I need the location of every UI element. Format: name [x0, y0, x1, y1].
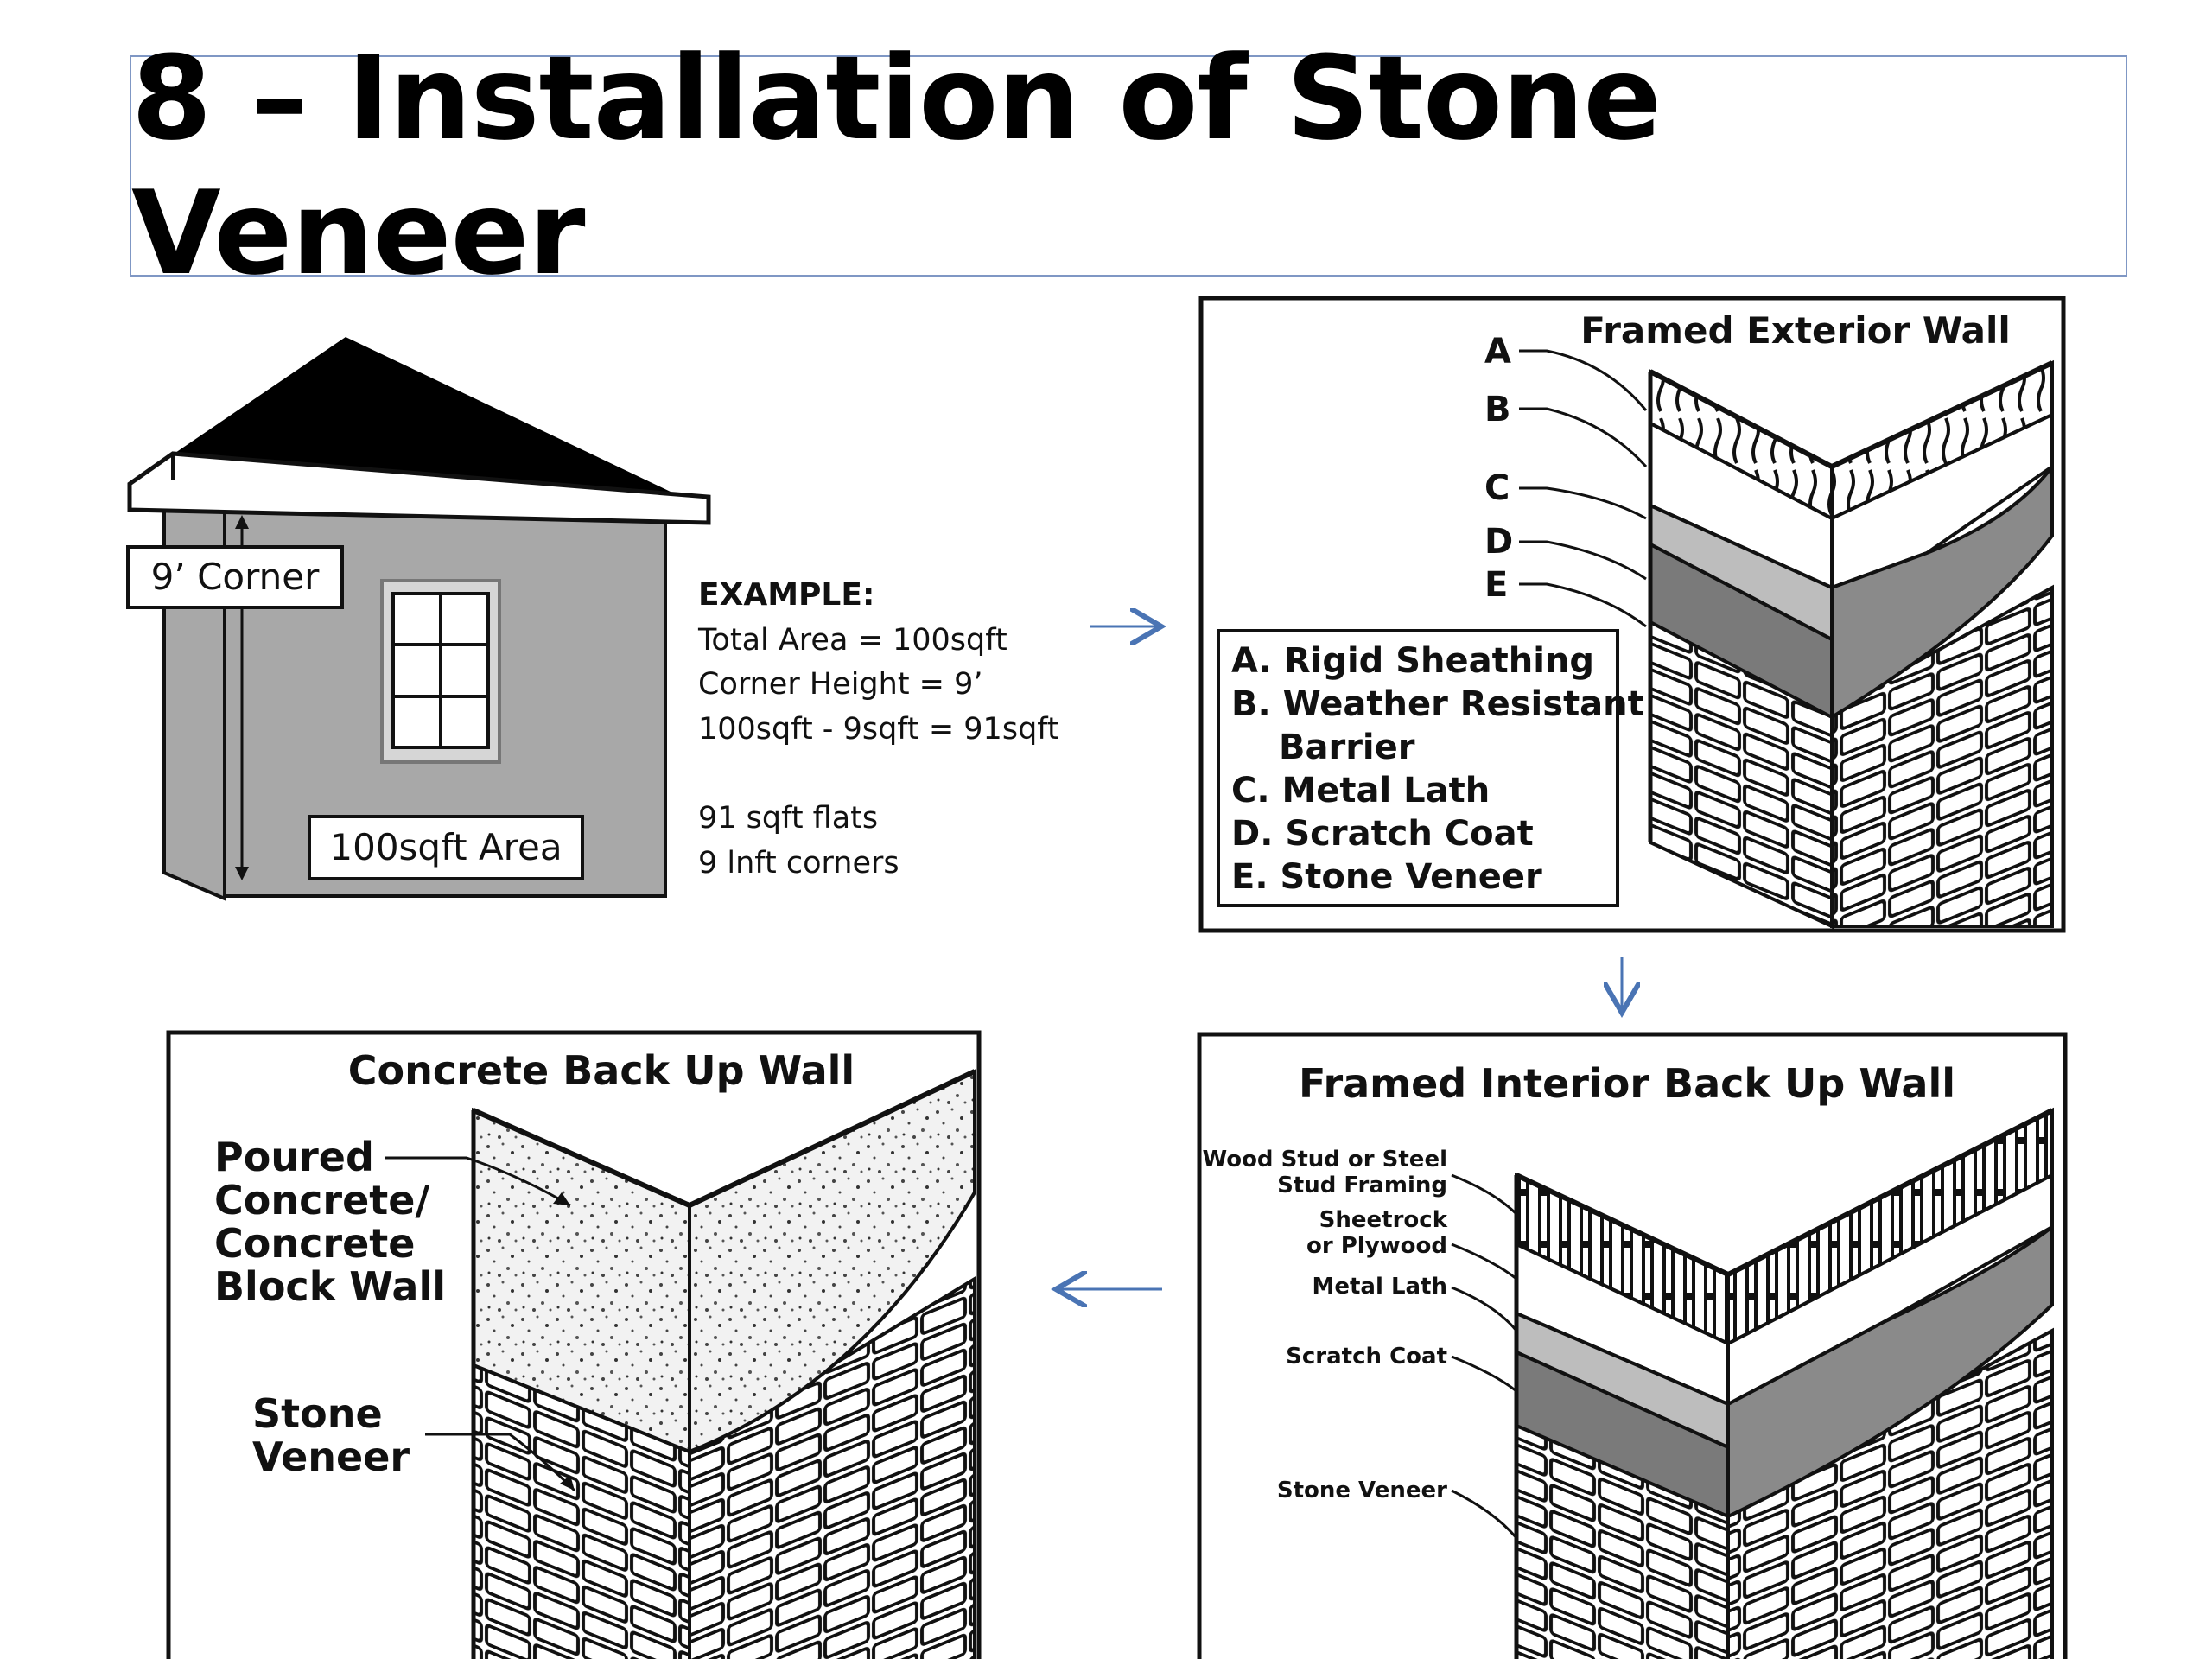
concrete-panel: Concrete Back Up Wall Poured Concrete/ C… [166, 1030, 982, 1659]
interior-label: Sheetrock [1319, 1207, 1448, 1233]
example-heading: EXAMPLE: [698, 577, 874, 613]
legend-item: Barrier [1279, 728, 1415, 767]
example-line: Total Area = 100sqft [697, 623, 1007, 658]
concrete-label: Poured [214, 1134, 374, 1180]
concrete-label: Veneer [252, 1433, 410, 1480]
legend-item: B. Weather Resistant [1231, 684, 1644, 724]
marker-c: C [1484, 468, 1510, 508]
interior-label: Metal Lath [1313, 1274, 1448, 1300]
framed-exterior-title: Framed Exterior Wall [1580, 309, 2011, 352]
title-box: 8 – Installation of Stone Veneer [130, 31, 2127, 301]
legend-item: C. Metal Lath [1231, 771, 1490, 810]
house-illustration: 9’ Corner 100sqft Area [126, 337, 711, 902]
framed-exterior-panel: Framed Exterior Wall A B C D E A. Rigid … [1198, 296, 2066, 933]
example-note: 9 lnft corners [698, 846, 899, 880]
marker-a: A [1484, 332, 1511, 372]
concrete-label: Stone [252, 1390, 383, 1437]
house-eave [127, 451, 711, 525]
interior-label: Scratch Coat [1286, 1344, 1447, 1370]
example-note: 91 sqft flats [698, 801, 878, 836]
concrete-label: Concrete [214, 1220, 415, 1267]
area-label: 100sqft Area [329, 826, 562, 868]
marker-b: B [1484, 390, 1511, 429]
interior-label: or Plywood [1306, 1233, 1447, 1259]
concrete-label: Concrete/ [214, 1177, 429, 1224]
page-title: 8 – Installation of Stone Veneer [131, 31, 1662, 301]
interior-label: Stud Framing [1277, 1173, 1447, 1198]
marker-d: D [1484, 522, 1513, 562]
legend-item: E. Stone Veneer [1231, 857, 1542, 897]
framed-interior-title: Framed Interior Back Up Wall [1299, 1060, 1955, 1107]
example-text: EXAMPLE: Total Area = 100sqft Corner Hei… [697, 577, 1059, 880]
legend-item: D. Scratch Coat [1231, 814, 1534, 854]
corner-label: 9’ Corner [151, 556, 320, 598]
concrete-title: Concrete Back Up Wall [348, 1047, 855, 1094]
marker-e: E [1484, 565, 1508, 605]
concrete-label: Block Wall [214, 1263, 446, 1310]
example-line: Corner Height = 9’ [698, 667, 983, 702]
example-line: 100sqft - 9sqft = 91sqft [698, 712, 1059, 747]
framed-interior-panel: Framed Interior Back Up Wall Wood Stud o… [1197, 1032, 2068, 1659]
interior-label: Wood Stud or Steel [1202, 1147, 1447, 1173]
legend-item: A. Rigid Sheathing [1231, 641, 1594, 681]
interior-label: Stone Veneer [1277, 1478, 1447, 1503]
